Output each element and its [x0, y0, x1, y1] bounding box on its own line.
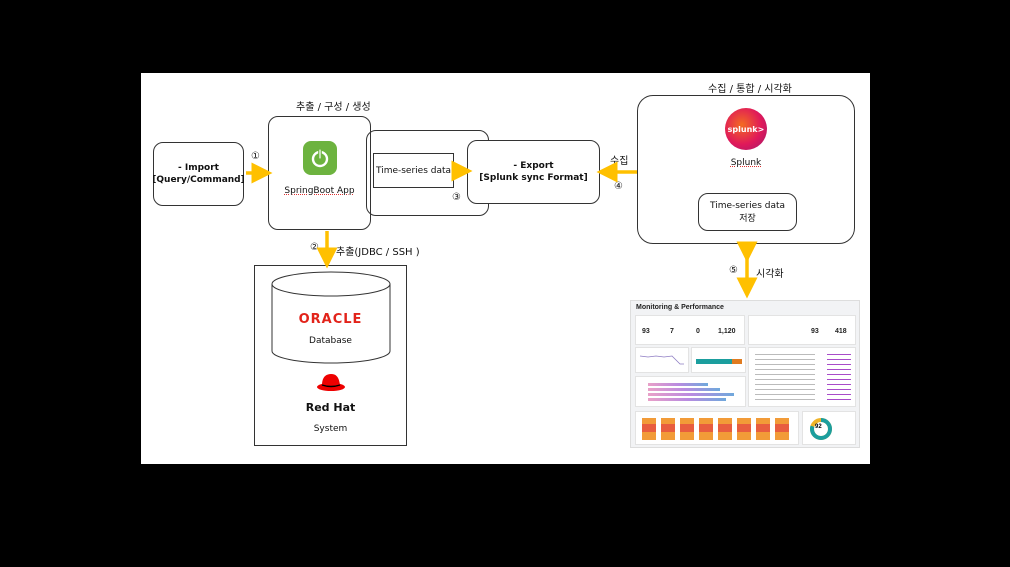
kpi-value: 7 [670, 328, 674, 335]
donut-panel: 92 [802, 411, 856, 445]
oracle-logo: ORACLE [298, 312, 363, 327]
splunk-label: Splunk [730, 158, 762, 168]
kpi-value: 93 [642, 328, 650, 335]
redhat-hat-icon [316, 373, 346, 399]
kpi-panel-left: 93 7 0 1,120 [635, 315, 745, 345]
table-panel [748, 347, 856, 407]
splunk-logo-icon: splunk> [725, 108, 767, 150]
kpi-value: 1,120 [718, 328, 736, 335]
database-label: Database [309, 336, 352, 346]
step-4: ④ [614, 181, 623, 192]
step-1: ① [251, 151, 260, 162]
dashboard-thumbnail: Monitoring & Performance 93 7 0 1,120 93… [630, 300, 860, 448]
donut-value: 92 [815, 424, 822, 430]
system-label: System [313, 424, 348, 434]
step-2: ② [310, 242, 319, 253]
step-3: ③ [452, 192, 461, 203]
export-subtitle: [Splunk sync Format] [479, 173, 588, 183]
database-cylinder: ORACLE Database [270, 270, 392, 365]
export-title: - Export [513, 161, 554, 171]
import-box: - Import [Query/Command] [152, 142, 245, 206]
kpi-value: 418 [835, 328, 847, 335]
line-chart-panel [635, 347, 689, 373]
spring-icon [302, 141, 337, 175]
label-extract-jdbc-ssh: 추출(JDBC / SSH ) [336, 247, 420, 258]
timeseries-label: Time-series data [375, 165, 452, 176]
label-collect-integrate-visualize: 수집 / 통합 / 시각화 [708, 84, 792, 95]
import-subtitle: [Query/Command] [152, 175, 245, 185]
kpi-value: 93 [811, 328, 819, 335]
bar-panel [691, 347, 746, 373]
stacked-bar-panel [635, 376, 746, 407]
kpi-value: 0 [696, 328, 700, 335]
heatmap-panel [635, 411, 799, 445]
timeseries-box: Time-series data [373, 153, 454, 188]
storage-line1: Time-series data [709, 200, 786, 211]
kpi-panel-right: 93 418 [748, 315, 856, 345]
springboot-label: SpringBoot App [284, 186, 355, 196]
storage-line2: 저장 [739, 213, 756, 224]
springboot-box: SpringBoot App [268, 116, 371, 230]
redhat-logo: Red Hat [305, 401, 356, 414]
label-extract-compose-generate: 추출 / 구성 / 생성 [296, 102, 371, 113]
export-box: - Export [Splunk sync Format] [467, 140, 600, 204]
import-title: - Import [178, 163, 219, 173]
splunk-storage-box: Time-series data 저장 [698, 193, 797, 231]
step-5: ⑤ [729, 265, 738, 276]
splunk-logo-text: splunk> [727, 124, 765, 134]
label-collect: 수집 [610, 156, 629, 167]
label-visualize: 시각화 [756, 269, 784, 280]
system-box: ORACLE Database Red Hat System [254, 265, 407, 446]
dashboard-title: Monitoring & Performance [636, 304, 724, 311]
